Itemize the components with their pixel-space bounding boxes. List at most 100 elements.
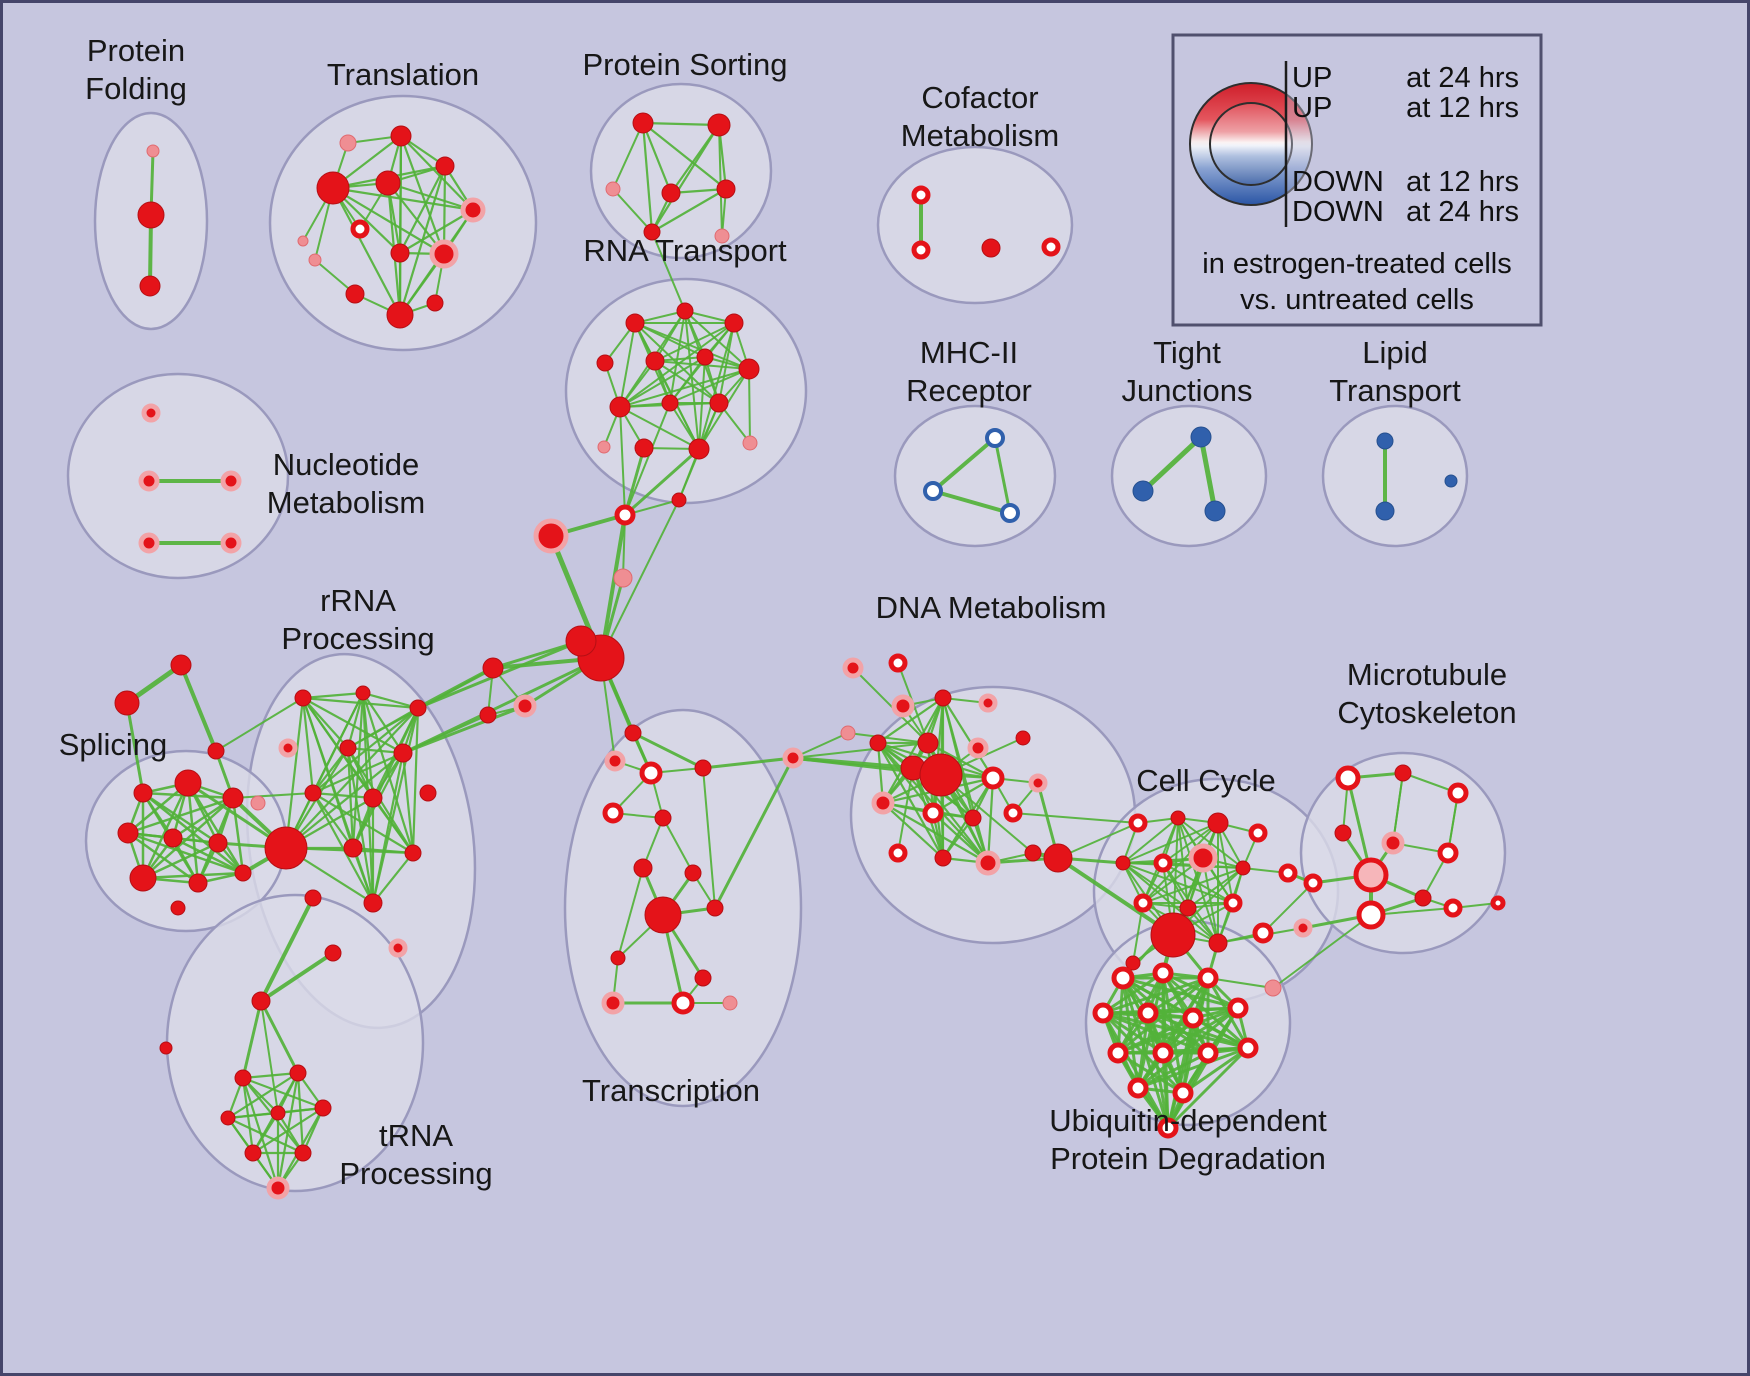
network-node [220,1110,236,1126]
network-node [694,969,712,987]
network-node [355,685,371,701]
network-edge [1272,914,1372,989]
network-node [234,864,252,882]
network-edge [1122,862,1189,909]
legend-up-12-label: UP [1292,92,1332,124]
network-edge [442,164,447,256]
network-node [888,843,908,863]
cluster-ellipse-dna-metabolism [849,685,1137,945]
legend-up-12-time: at 12 hrs [1406,92,1519,124]
network-node [1252,922,1274,944]
network-edge [284,751,405,850]
network-node [388,938,408,958]
network-node [1150,912,1196,958]
network-edge [1012,812,1139,824]
network-edge [361,691,420,710]
network-edge [311,791,375,800]
network-edge [141,791,220,845]
network-edge [179,663,218,753]
network-edge [284,696,305,850]
network-node [922,802,944,824]
network-edge [1166,1046,1250,1130]
network-node [1003,803,1023,823]
network-edge [1136,1046,1250,1090]
network-node [251,991,271,1011]
cluster-ellipse-tight-junctions [1110,404,1268,548]
network-edge [1101,976,1210,1015]
network-node [339,134,357,152]
network-edge [713,756,795,910]
cluster-label-rna-transport: RNA Transport [583,233,787,268]
network-edge [876,741,945,860]
network-node [1335,765,1361,791]
network-node [264,826,308,870]
network-node [671,991,695,1015]
network-edge [701,756,795,770]
cluster-label-rrna-processing: Processing [281,621,434,656]
network-node [1197,1042,1219,1064]
network-node [1107,1042,1129,1064]
network-edge [641,121,728,191]
network-node [244,1144,262,1162]
network-edge [215,697,304,752]
network-node [967,737,989,759]
network-edge [654,322,735,362]
network-node [1182,1007,1204,1029]
cluster-label-trna-processing: Processing [339,1156,492,1191]
network-node [1437,842,1459,864]
network-node [604,750,626,772]
network-edge [371,796,415,855]
network-node [1447,782,1469,804]
network-edge [141,796,235,880]
legend-footer-line1: in estrogen-treated cells [1202,248,1512,280]
cluster-label-ubiquitin-degradation: Ubiquitin-dependent [1049,1103,1327,1138]
network-node [316,171,350,205]
network-edge [1177,817,1189,909]
network-node [426,294,444,312]
network-node [266,1176,290,1200]
network-edge [600,499,680,659]
network-node [684,864,702,882]
network-edge [386,181,446,256]
network-node [1157,1117,1179,1139]
network-node [1303,873,1323,893]
cluster-label-cofactor-metabolism: Metabolism [901,118,1060,153]
cluster-label-microtubule-cytoskeleton: Microtubule [1347,657,1507,692]
network-edge [301,691,365,700]
network-node [1132,480,1154,502]
network-node [1414,889,1432,907]
cluster-label-nucleotide-metabolism: Nucleotide [273,447,419,482]
network-node [842,657,864,679]
network-node [117,822,139,844]
network-node [605,181,621,197]
network-node [1127,1077,1149,1099]
network-edge [1198,434,1218,514]
cluster-label-cell-cycle: Cell Cycle [1136,763,1276,798]
network-node [1278,863,1298,883]
network-node [220,532,242,554]
network-edge [669,356,706,404]
network-edge [141,841,220,880]
network-node [304,784,322,802]
cluster-label-tight-junctions: Junctions [1122,373,1253,408]
cluster-ellipse-nucleotide-metabolism [66,372,290,580]
network-node [170,654,192,676]
network-node [661,183,681,203]
network-node [324,944,342,962]
network-node [350,219,370,239]
network-node [343,838,363,858]
network-edge [1132,902,1144,964]
network-edge [386,181,475,212]
network-node [1235,860,1251,876]
network-node [138,470,160,492]
network-node [435,156,455,176]
legend-up-24-label: UP [1292,62,1332,94]
network-node [129,864,157,892]
network-node [479,706,497,724]
cluster-label-trna-processing: tRNA [379,1118,453,1153]
network-edge [398,208,475,255]
network-node [314,1099,332,1117]
network-edge [624,402,671,516]
network-node [146,144,160,158]
